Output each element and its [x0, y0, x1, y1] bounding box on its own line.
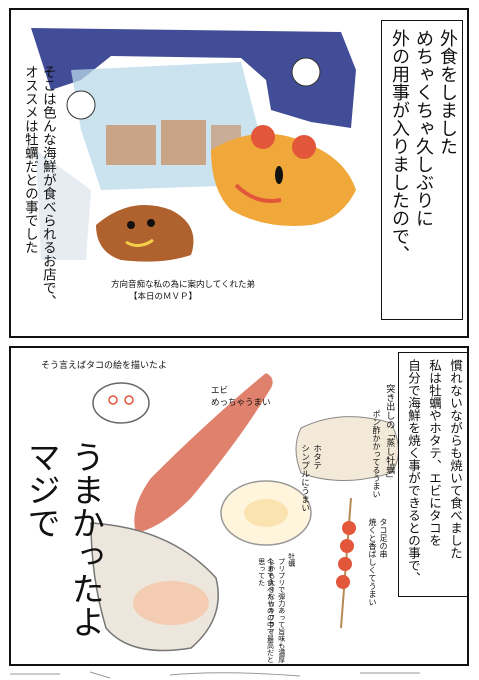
- brother-character-eye-left: [127, 221, 135, 229]
- oyster-note-line-2: しかも大きなカキフライ: [267, 558, 276, 635]
- narration-meal-line-1: 自分で海鮮を焼く事ができるとの事で、: [406, 359, 421, 584]
- steamed-oyster-drawing: [295, 416, 399, 481]
- brother-character-body: [96, 205, 194, 262]
- narration-side-line-1: そこは色んな海鮮が食べられるお店で、: [39, 65, 56, 308]
- shrimp-drawing: [134, 373, 273, 533]
- octopus-leg-note-body: 焼くと香ばしくてうまい: [368, 518, 377, 606]
- chick-character-mouth: [234, 183, 282, 203]
- octopus-doodle: [92, 382, 150, 424]
- narration-box-main: 外の用事が入りましたので、 めちゃくちゃ久しぶりに 外食をしました: [381, 20, 463, 320]
- octopus-leg-piece-2: [340, 539, 354, 553]
- chick-character-ear-right: [292, 135, 316, 159]
- big-text-line-2: マジで: [22, 440, 62, 539]
- brother-character-mouth: [125, 238, 154, 247]
- octopus-eye-right: [124, 395, 134, 405]
- chair-2: [161, 120, 206, 165]
- scallop-note-body: シンプルにうまい: [299, 444, 310, 512]
- seafood-illustration: [90, 373, 399, 652]
- caption-line-2: 【本日のＭＶＰ】: [129, 292, 198, 302]
- brother-character-eye-right: [147, 219, 155, 227]
- steamed-oyster-note-title: 突き出しの「蒸し牡蠣」: [384, 384, 395, 483]
- lantern-right: [291, 57, 321, 87]
- narration-box-meal: 自分で海鮮を焼く事ができるとの事で、 私は牡蠣やホタテ、エビにタコを 慣れないな…: [398, 352, 467, 597]
- awning-shape: [31, 28, 356, 128]
- next-panel-fragment: [10, 671, 420, 679]
- lantern-left: [66, 90, 96, 120]
- oyster-note-line-1: プリプリで弾力あって旨味も濃厚: [277, 558, 286, 663]
- shrimp-note-title: エビ: [211, 386, 229, 396]
- narration-meal-line-3: 慣れないながらも焼いて食べました: [448, 359, 463, 559]
- chick-character-body: [211, 133, 356, 226]
- octopus-eye-left: [108, 395, 118, 405]
- narration-meal-line-2: 私は牡蠣やホタテ、エビにタコを: [427, 359, 442, 547]
- scallop-meat: [244, 499, 288, 527]
- octopus-note: そう言えばタコの絵を描いたよ: [41, 361, 168, 371]
- shrimp-note-body: めっちゃうまい: [211, 398, 271, 408]
- chick-character-ear-left: [251, 125, 275, 149]
- narration-main-line-1: 外の用事が入りましたので、: [389, 29, 410, 263]
- panel-seafood-meal: 自分で海鮮を焼く事ができるとの事で、 私は牡蠣やホタテ、エビにタコを 慣れないな…: [9, 346, 469, 666]
- oyster-note-line-3: 今まで食べたものの中で最高だと思ってた: [257, 558, 275, 663]
- steamed-oyster-note-body: ポン酢かかってるうまい: [372, 410, 381, 498]
- narration-main-line-3: 外食をしました: [437, 29, 458, 155]
- octopus-leg-piece-3: [338, 557, 352, 571]
- wall-left: [36, 150, 91, 260]
- narration-main-line-2: めちゃくちゃ久しぶりに: [413, 29, 434, 227]
- caption-line-1: 方向音痴な私の為に案内してくれた弟: [111, 280, 255, 290]
- big-text-line-1: うまかったよ: [66, 440, 106, 638]
- scallop-note-title: ホタテ: [311, 444, 322, 470]
- restaurant-illustration: [31, 28, 356, 262]
- chick-character-eye: [275, 166, 283, 184]
- octopus-leg-piece-4: [336, 575, 350, 589]
- octopus-leg-piece-1: [342, 521, 356, 535]
- chair-1: [106, 125, 156, 165]
- panel-restaurant-visit: 外の用事が入りましたので、 めちゃくちゃ久しぶりに 外食をしました そこは色んな…: [9, 8, 469, 338]
- oyster-meat: [133, 581, 209, 625]
- oyster-note-title: 牡蠣: [287, 553, 296, 567]
- narration-side-line-2: オススメは牡蠣だとの事でした: [21, 65, 38, 254]
- octopus-leg-note-title: タコ足の串: [379, 518, 388, 558]
